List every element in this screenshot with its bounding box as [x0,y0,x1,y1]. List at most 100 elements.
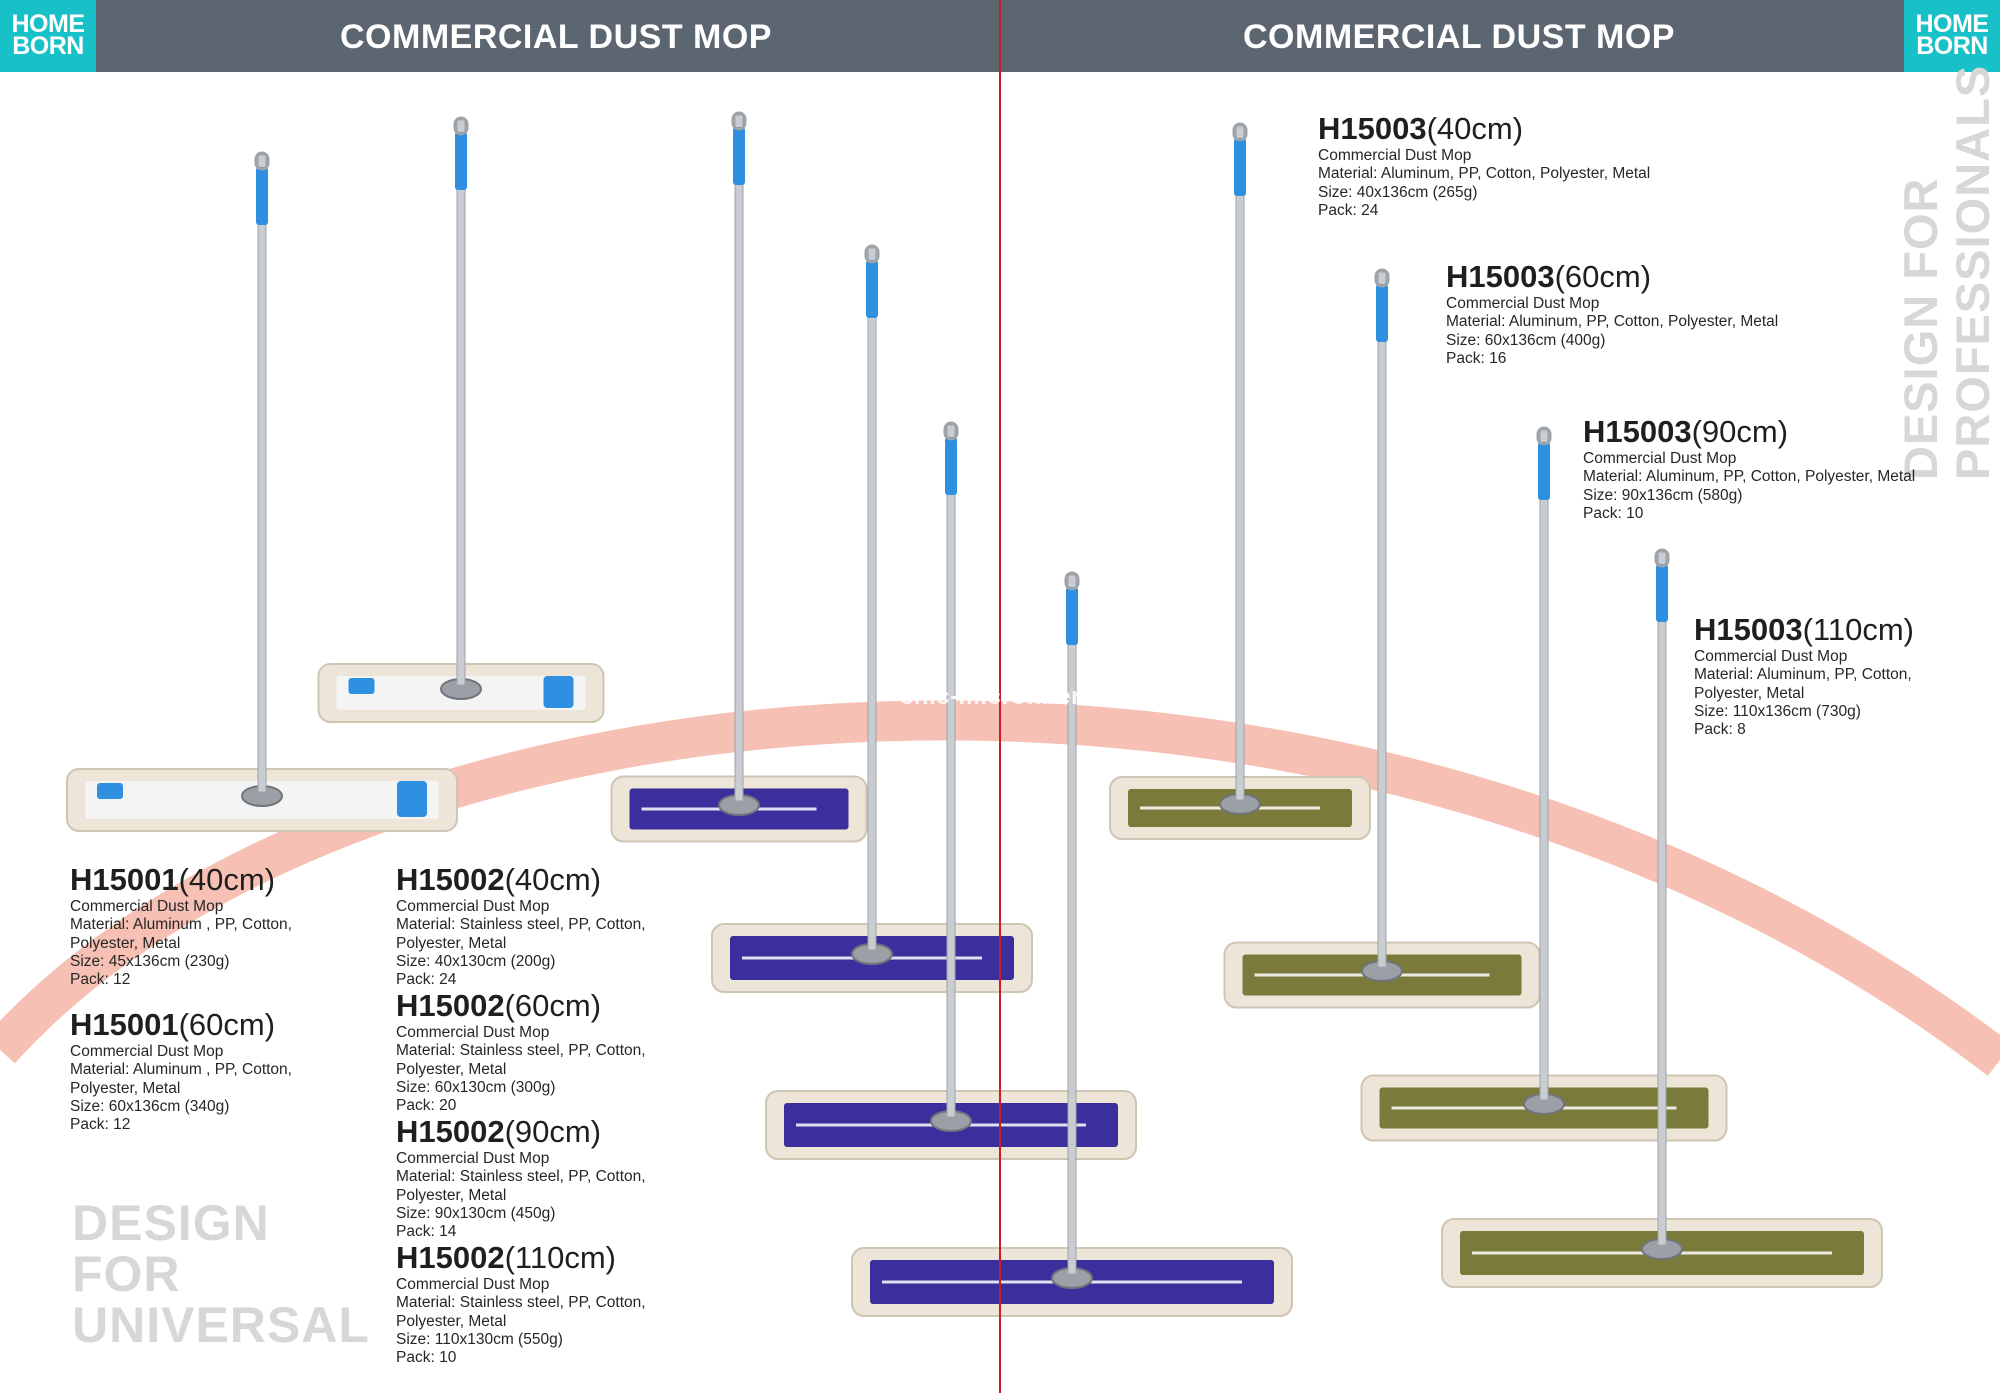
mop-handle-grip [1538,442,1550,500]
product-material: Material: Stainless steel, PP, Cotton, [396,1042,646,1060]
product-h15002-110: H15002(110cm) Commercial Dust Mop Materi… [396,1240,646,1367]
product-pack: Pack: 14 [396,1223,457,1241]
mop-hang-loop [1374,268,1390,288]
page-title-left: COMMERCIAL DUST MOP [340,18,772,56]
product-size: Size: 45x136cm (230g) [70,952,230,970]
product-type: Commercial Dust Mop [70,1043,224,1060]
product-h15003-90: H15003(90cm) Commercial Dust Mop Materia… [1583,414,1915,523]
mop-handle [456,119,466,686]
mop-hang-loop [1654,548,1670,568]
product-material: Material: Aluminum , PP, Cotton, [70,1061,292,1079]
product-type: Commercial Dust Mop [396,898,550,915]
arc-stroke [0,700,2000,1076]
brand-logo-right: HOME BORN [1904,0,2000,72]
product-pack: Pack: 10 [396,1349,457,1367]
product-h15002-90: H15002(90cm) Commercial Dust Mop Materia… [396,1114,646,1241]
product-code: H15002(60cm) [396,988,602,1023]
slogan-universal: DESIGN FOR UNIVERSAL [72,1198,370,1351]
product-type: Commercial Dust Mop [1583,450,1737,467]
product-type: Commercial Dust Mop [396,1276,550,1293]
product-pack: Pack: 20 [396,1097,457,1115]
product-type: Commercial Dust Mop [1318,147,1472,164]
mop-pad-tab [348,678,375,694]
product-type: Commercial Dust Mop [396,1150,550,1167]
product-code: H15002(90cm) [396,1114,602,1149]
mop-handle-grip [945,437,957,495]
logo-text-line2: BORN [12,32,84,60]
product-size: Size: 110x130cm (550g) [396,1330,563,1348]
mop-handle [1067,574,1077,1275]
product-code: H15002(40cm) [396,862,602,897]
product-material-cont: Polyester, Metal [396,934,507,952]
product-h15003-110: H15003(110cm) Commercial Dust Mop Materi… [1694,612,1914,739]
mop-handle [867,247,877,951]
product-type: Commercial Dust Mop [396,1024,550,1041]
product-material: Material: Aluminum , PP, Cotton, [70,916,292,934]
product-code: H15001(60cm) [70,1007,276,1042]
product-material-cont: Polyester, Metal [70,1079,181,1097]
product-size: Size: 60x136cm (400g) [1446,331,1606,349]
mop-hang-loop [943,421,959,441]
product-material-cont: Polyester, Metal [396,1312,507,1330]
product-material: Material: Aluminum, PP, Cotton, Polyeste… [1583,468,1916,486]
header-bar-right: COMMERCIAL DUST MOP HOME BORN [1000,0,2000,72]
product-h15003-60: H15003(60cm) Commercial Dust Mop Materia… [1446,259,1778,368]
product-material: Material: Aluminum, PP, Cotton, Polyeste… [1318,165,1651,183]
mop-pad-tab [397,781,427,817]
mop-pad-tab [543,676,574,708]
slogan-line: PROFESSIONALS [1946,64,1999,480]
mop-handle [734,114,744,802]
product-pack: Pack: 10 [1583,504,1644,522]
product-material-cont: Polyester, Metal [1694,684,1805,702]
product-pack: Pack: 24 [396,971,457,989]
brand-logo-left: HOME BORN [0,0,96,72]
mop-pad-tab [97,783,123,799]
product-size: Size: 60x130cm (300g) [396,1078,556,1096]
mop-handle [1377,271,1387,968]
mop-handle-grip [1376,284,1388,342]
product-size: Size: 40x136cm (265g) [1318,183,1478,201]
product-material: Material: Aluminum, PP, Cotton, Polyeste… [1446,313,1779,331]
mop-hang-loop [254,151,270,171]
product-h15002-40: H15002(40cm) Commercial Dust Mop Materia… [396,862,646,989]
mop-handle-grip [256,167,268,225]
watermark-text: cnic-microfiber [900,683,1081,710]
product-size: Size: 90x136cm (580g) [1583,486,1743,504]
mop-handle [946,424,956,1118]
product-size: Size: 90x130cm (450g) [396,1204,556,1222]
logo-text-line1: HOME [1915,10,1990,38]
product-size: Size: 40x130cm (200g) [396,952,556,970]
product-pack: Pack: 12 [70,971,131,989]
mop-handle [1539,429,1549,1101]
mop-handle-grip [866,260,878,318]
mop-handle-grip [1066,587,1078,645]
slogan-line: DESIGN [72,1195,270,1251]
mop-handle-grip [455,132,467,190]
product-size: Size: 110x136cm (730g) [1694,702,1861,720]
product-pack: Pack: 16 [1446,349,1507,367]
product-h15001-40: H15001(40cm) Commercial Dust Mop Materia… [70,862,292,989]
product-material: Material: Aluminum, PP, Cotton, [1694,666,1912,684]
product-h15002-60: H15002(60cm) Commercial Dust Mop Materia… [396,988,646,1115]
product-size: Size: 60x136cm (340g) [70,1097,230,1115]
page-title-right: COMMERCIAL DUST MOP [1243,18,1675,56]
product-code: H15001(40cm) [70,862,276,897]
product-code: H15003(60cm) [1446,259,1652,294]
page-divider [999,0,1001,1393]
logo-text-line2: BORN [1916,32,1988,60]
product-pack: Pack: 8 [1694,721,1746,739]
mop-hang-loop [453,116,469,136]
product-type: Commercial Dust Mop [1694,648,1848,665]
product-h15003-40: H15003(40cm) Commercial Dust Mop Materia… [1318,111,1650,220]
product-code: H15002(110cm) [396,1240,616,1275]
mop-handle [1235,125,1245,801]
mop-handle-grip [1656,564,1668,622]
product-material-cont: Polyester, Metal [70,934,181,952]
product-code: H15003(90cm) [1583,414,1789,449]
mop-hang-loop [1536,426,1552,446]
product-material-cont: Polyester, Metal [396,1186,507,1204]
product-material-cont: Polyester, Metal [396,1060,507,1078]
mop-hang-loop [1232,122,1248,142]
